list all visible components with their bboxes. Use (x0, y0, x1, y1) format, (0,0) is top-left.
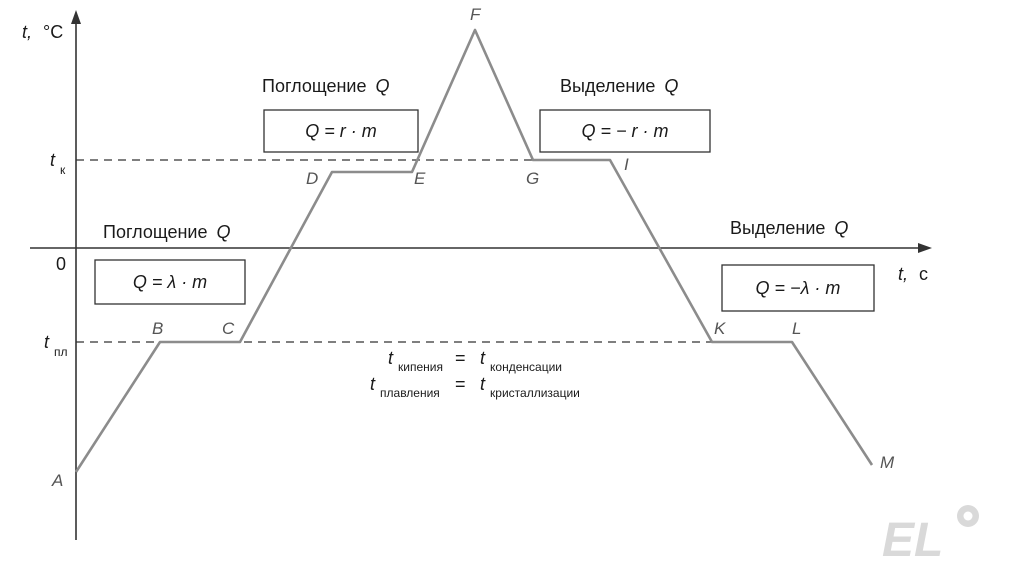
svg-text:t кристаллизации: t кристаллизации (480, 374, 580, 400)
melt-formula: Q = λ · m (133, 272, 207, 292)
condense-formula: Q = − r · m (581, 121, 668, 141)
point-e: E (414, 169, 426, 188)
x-axis-label: t, с (898, 264, 928, 284)
point-g: G (526, 169, 539, 188)
origin-label: 0 (56, 254, 66, 274)
vaporize-formula-box (263, 109, 419, 153)
el-logo: EL (882, 505, 979, 567)
vaporize-formula: Q = r · m (305, 121, 377, 141)
absorb-top-title: Поглощение Q (262, 76, 390, 96)
crystallize-formula: Q = −λ · m (756, 278, 841, 298)
point-d: D (306, 169, 318, 188)
point-b: B (152, 319, 163, 338)
svg-text:t конденсации: t конденсации (480, 348, 562, 374)
point-k: K (714, 319, 726, 338)
svg-text:=: = (455, 374, 466, 394)
svg-text:t плавления: t плавления (370, 374, 440, 400)
point-f: F (470, 5, 482, 24)
temperature-curve (74, 28, 874, 473)
absorb-left-title: Поглощение Q (103, 222, 231, 242)
crystallize-formula-box (721, 264, 875, 312)
melting-equality: t плавления = t кристаллизации (370, 374, 580, 400)
point-i: I (624, 155, 629, 174)
svg-text:t кипения: t кипения (388, 348, 443, 374)
y-axis-label: t, °C (22, 22, 63, 42)
tk-label: t к (50, 150, 66, 177)
boiling-equality: t кипения = t конденсации (388, 348, 562, 374)
condense-formula-box (539, 109, 711, 153)
release-right-title: Выделение Q (730, 218, 848, 238)
y-axis-arrow (71, 10, 81, 24)
point-l: L (792, 319, 801, 338)
melt-formula-box (94, 259, 246, 305)
el-logo-text: EL (882, 514, 943, 567)
point-c: C (222, 319, 235, 338)
point-a: A (51, 471, 63, 490)
tpl-label: t пл (44, 332, 68, 359)
x-axis-arrow (918, 243, 932, 253)
release-top-title: Выделение Q (560, 76, 678, 96)
point-m: M (880, 453, 895, 472)
svg-text:=: = (455, 348, 466, 368)
